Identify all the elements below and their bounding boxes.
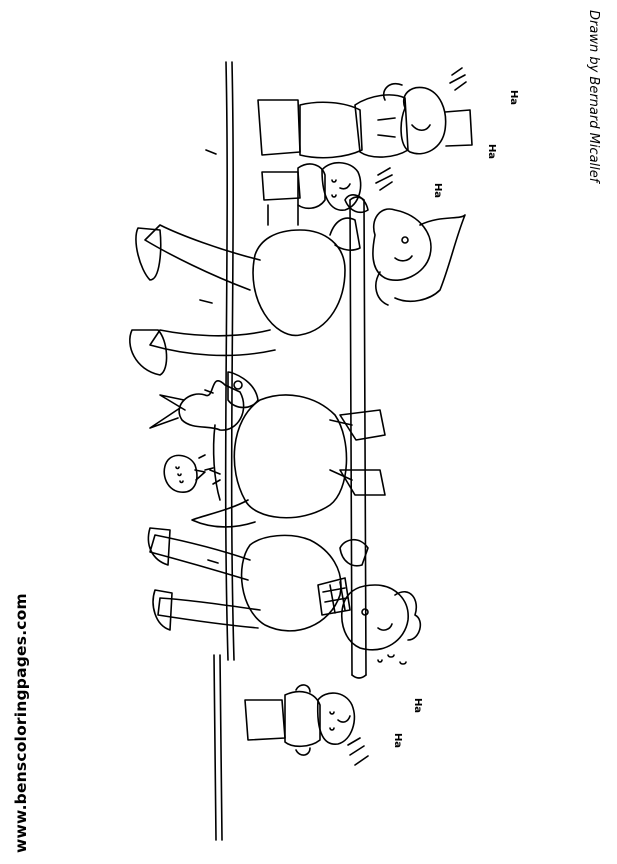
front-man — [129, 194, 466, 376]
speech-bubble — [163, 454, 206, 493]
website-url: www.benscoloringpages.com — [12, 593, 30, 853]
donkey — [149, 371, 386, 528]
ground-lines — [199, 61, 235, 841]
laugh-marks — [347, 67, 467, 766]
back-man — [147, 527, 422, 665]
laugh-text: Ha — [508, 89, 520, 106]
laugh-text: Ha — [432, 182, 444, 199]
artist-credit: Drawn by Bernard Micallef — [586, 10, 601, 183]
laugh-text: Ha — [412, 697, 424, 714]
laughing-child-top — [261, 161, 362, 226]
laughing-child-bottom — [244, 684, 356, 756]
carrying-pole — [349, 196, 367, 679]
laughing-old-man — [257, 82, 473, 159]
laugh-text: Ha — [392, 732, 404, 749]
laugh-text: Ha — [486, 143, 498, 160]
